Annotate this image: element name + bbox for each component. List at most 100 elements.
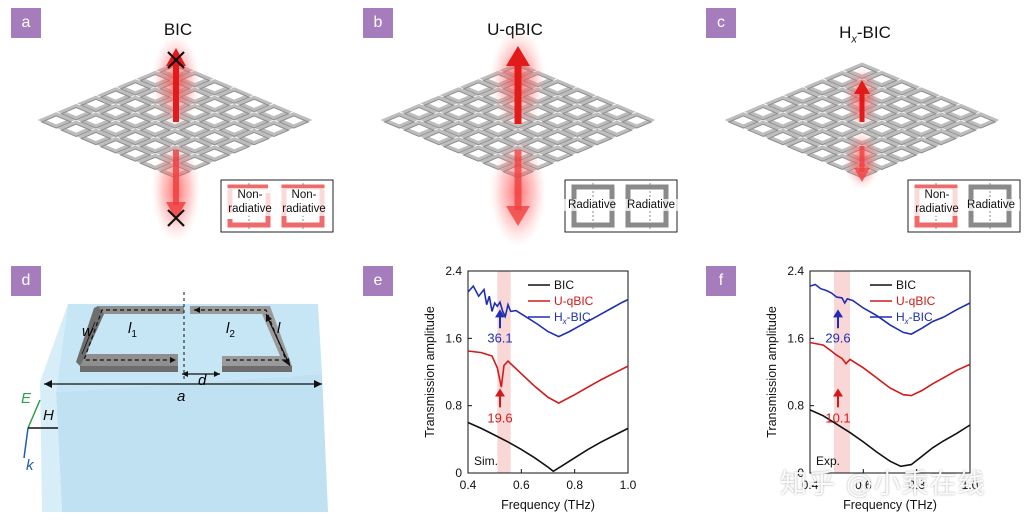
chart-e-annotation-red: 19.6 bbox=[487, 411, 512, 426]
label-l1-main: l bbox=[128, 320, 132, 337]
unit-cell bbox=[882, 95, 921, 112]
unit-cell-edge bbox=[727, 115, 760, 129]
unit-cell bbox=[783, 103, 822, 120]
unit-cell-edge bbox=[423, 131, 455, 146]
unit-cell-edge bbox=[905, 140, 938, 154]
chart-f-legend-label: Hx-BIC bbox=[896, 310, 933, 326]
unit-cell-edge bbox=[258, 123, 290, 137]
unit-cell-edge bbox=[561, 90, 594, 104]
chart-e-ytick-label: 2.4 bbox=[445, 264, 462, 278]
unit-cell bbox=[942, 103, 980, 120]
unit-cell-edge bbox=[60, 123, 92, 137]
watermark-text: 知乎 @小乘在线 bbox=[780, 469, 986, 500]
chart-f-legend-sub: x bbox=[904, 317, 910, 326]
unit-cell bbox=[235, 112, 273, 128]
unit-cell-edge bbox=[442, 140, 475, 154]
chart-e-annotation-blue: 36.1 bbox=[487, 331, 512, 346]
inset-b-right-label: Radiative bbox=[620, 199, 682, 211]
unit-cell-edge bbox=[786, 107, 819, 121]
unit-cell-edge bbox=[119, 131, 152, 146]
inset-b-left-label: Radiative bbox=[561, 199, 623, 211]
unit-cell bbox=[724, 112, 763, 128]
chart-f-arrowhead-red bbox=[833, 388, 843, 397]
unit-cell bbox=[255, 103, 293, 120]
unit-cell bbox=[459, 145, 498, 161]
unit-cell bbox=[195, 128, 234, 145]
metasurface-illustrations bbox=[37, 28, 1021, 247]
radiation-arrows-a bbox=[152, 34, 200, 242]
unit-cell bbox=[380, 112, 419, 128]
chart-f-ytick-label: 2.4 bbox=[787, 264, 804, 278]
unit-cell-edge bbox=[905, 107, 938, 121]
unit-cell bbox=[882, 145, 921, 161]
unit-cell bbox=[902, 136, 941, 153]
chart-f-ytick-label: 0.8 bbox=[787, 399, 804, 413]
unit-cell-edge bbox=[541, 98, 574, 113]
chart-e-arrowhead-blue bbox=[495, 309, 505, 318]
unit-cell bbox=[37, 112, 76, 128]
panel-label-e: e bbox=[363, 266, 393, 296]
chart-e-series-line-0 bbox=[467, 421, 629, 473]
unit-cell bbox=[803, 95, 842, 112]
unit-cell bbox=[558, 103, 597, 120]
unit-cell-edge bbox=[198, 131, 231, 146]
unit-cell-edge bbox=[99, 123, 132, 137]
chart-f-corner-label: Exp. bbox=[816, 454, 840, 468]
chart-f-highlight-band bbox=[834, 271, 850, 473]
unit-cell-edge bbox=[945, 107, 977, 121]
unit-cell-edge bbox=[925, 115, 957, 129]
unit-cell bbox=[803, 79, 842, 95]
unit-cell bbox=[195, 145, 234, 161]
radiation-arrows-c bbox=[844, 66, 880, 190]
chart-f-series-line-2 bbox=[809, 283, 971, 335]
unit-cell bbox=[558, 87, 597, 104]
unit-cell bbox=[783, 87, 822, 104]
unit-cell-edge bbox=[403, 123, 435, 137]
unit-cell bbox=[459, 79, 498, 95]
unit-cell bbox=[96, 136, 135, 153]
panel-c-title: Hx-BIC bbox=[820, 23, 910, 45]
unit-cell-edge bbox=[601, 107, 633, 121]
panel-label-c: c bbox=[706, 8, 736, 38]
chart-e-xtick-label: 0.4 bbox=[460, 478, 477, 492]
unit-cell-edge bbox=[462, 98, 495, 113]
unit-cell bbox=[439, 87, 478, 104]
inset-a-left-label: Non- radiative bbox=[222, 188, 278, 216]
unit-cell bbox=[116, 95, 155, 112]
unit-cell bbox=[459, 128, 498, 145]
unit-cell bbox=[882, 79, 921, 95]
label-l2-sub: 2 bbox=[229, 329, 235, 340]
unit-cell bbox=[400, 103, 438, 120]
unit-cell bbox=[136, 120, 174, 137]
label-l2: l2 bbox=[226, 320, 235, 340]
label-H: H bbox=[43, 407, 54, 424]
unit-cell-edge bbox=[581, 98, 613, 113]
chart-e-arrowhead-red bbox=[495, 388, 505, 397]
unit-cell bbox=[195, 95, 234, 112]
unit-cell-edge bbox=[541, 115, 574, 129]
unit-cell bbox=[420, 128, 458, 145]
unit-cell bbox=[116, 128, 155, 145]
unit-cell bbox=[902, 120, 941, 137]
chart-f-series-line-1 bbox=[809, 341, 971, 397]
unit-cell-edge bbox=[423, 98, 455, 113]
unit-cell-edge bbox=[462, 148, 495, 162]
chart-f-plot-frame bbox=[809, 270, 971, 474]
unit-cell bbox=[823, 120, 861, 137]
unit-cell-edge bbox=[885, 82, 918, 96]
unit-cell bbox=[617, 112, 656, 128]
chart-e-legend-rest: -BIC bbox=[567, 310, 591, 324]
chart-e-series-line-1 bbox=[467, 350, 629, 405]
unit-cell-edge bbox=[767, 115, 799, 129]
unit-cell-edge bbox=[925, 131, 957, 146]
unit-cell bbox=[744, 103, 782, 120]
unit-cell bbox=[538, 79, 577, 95]
chart-e-legend-sub: x bbox=[562, 317, 568, 326]
unit-cell bbox=[420, 112, 458, 128]
unit-cell bbox=[439, 136, 478, 153]
unit-cell-edge bbox=[99, 107, 132, 121]
unit-cell-edge bbox=[198, 148, 231, 162]
unit-cell bbox=[439, 103, 478, 120]
unit-cell-edge bbox=[806, 115, 839, 129]
unit-cell-edge bbox=[119, 148, 152, 162]
